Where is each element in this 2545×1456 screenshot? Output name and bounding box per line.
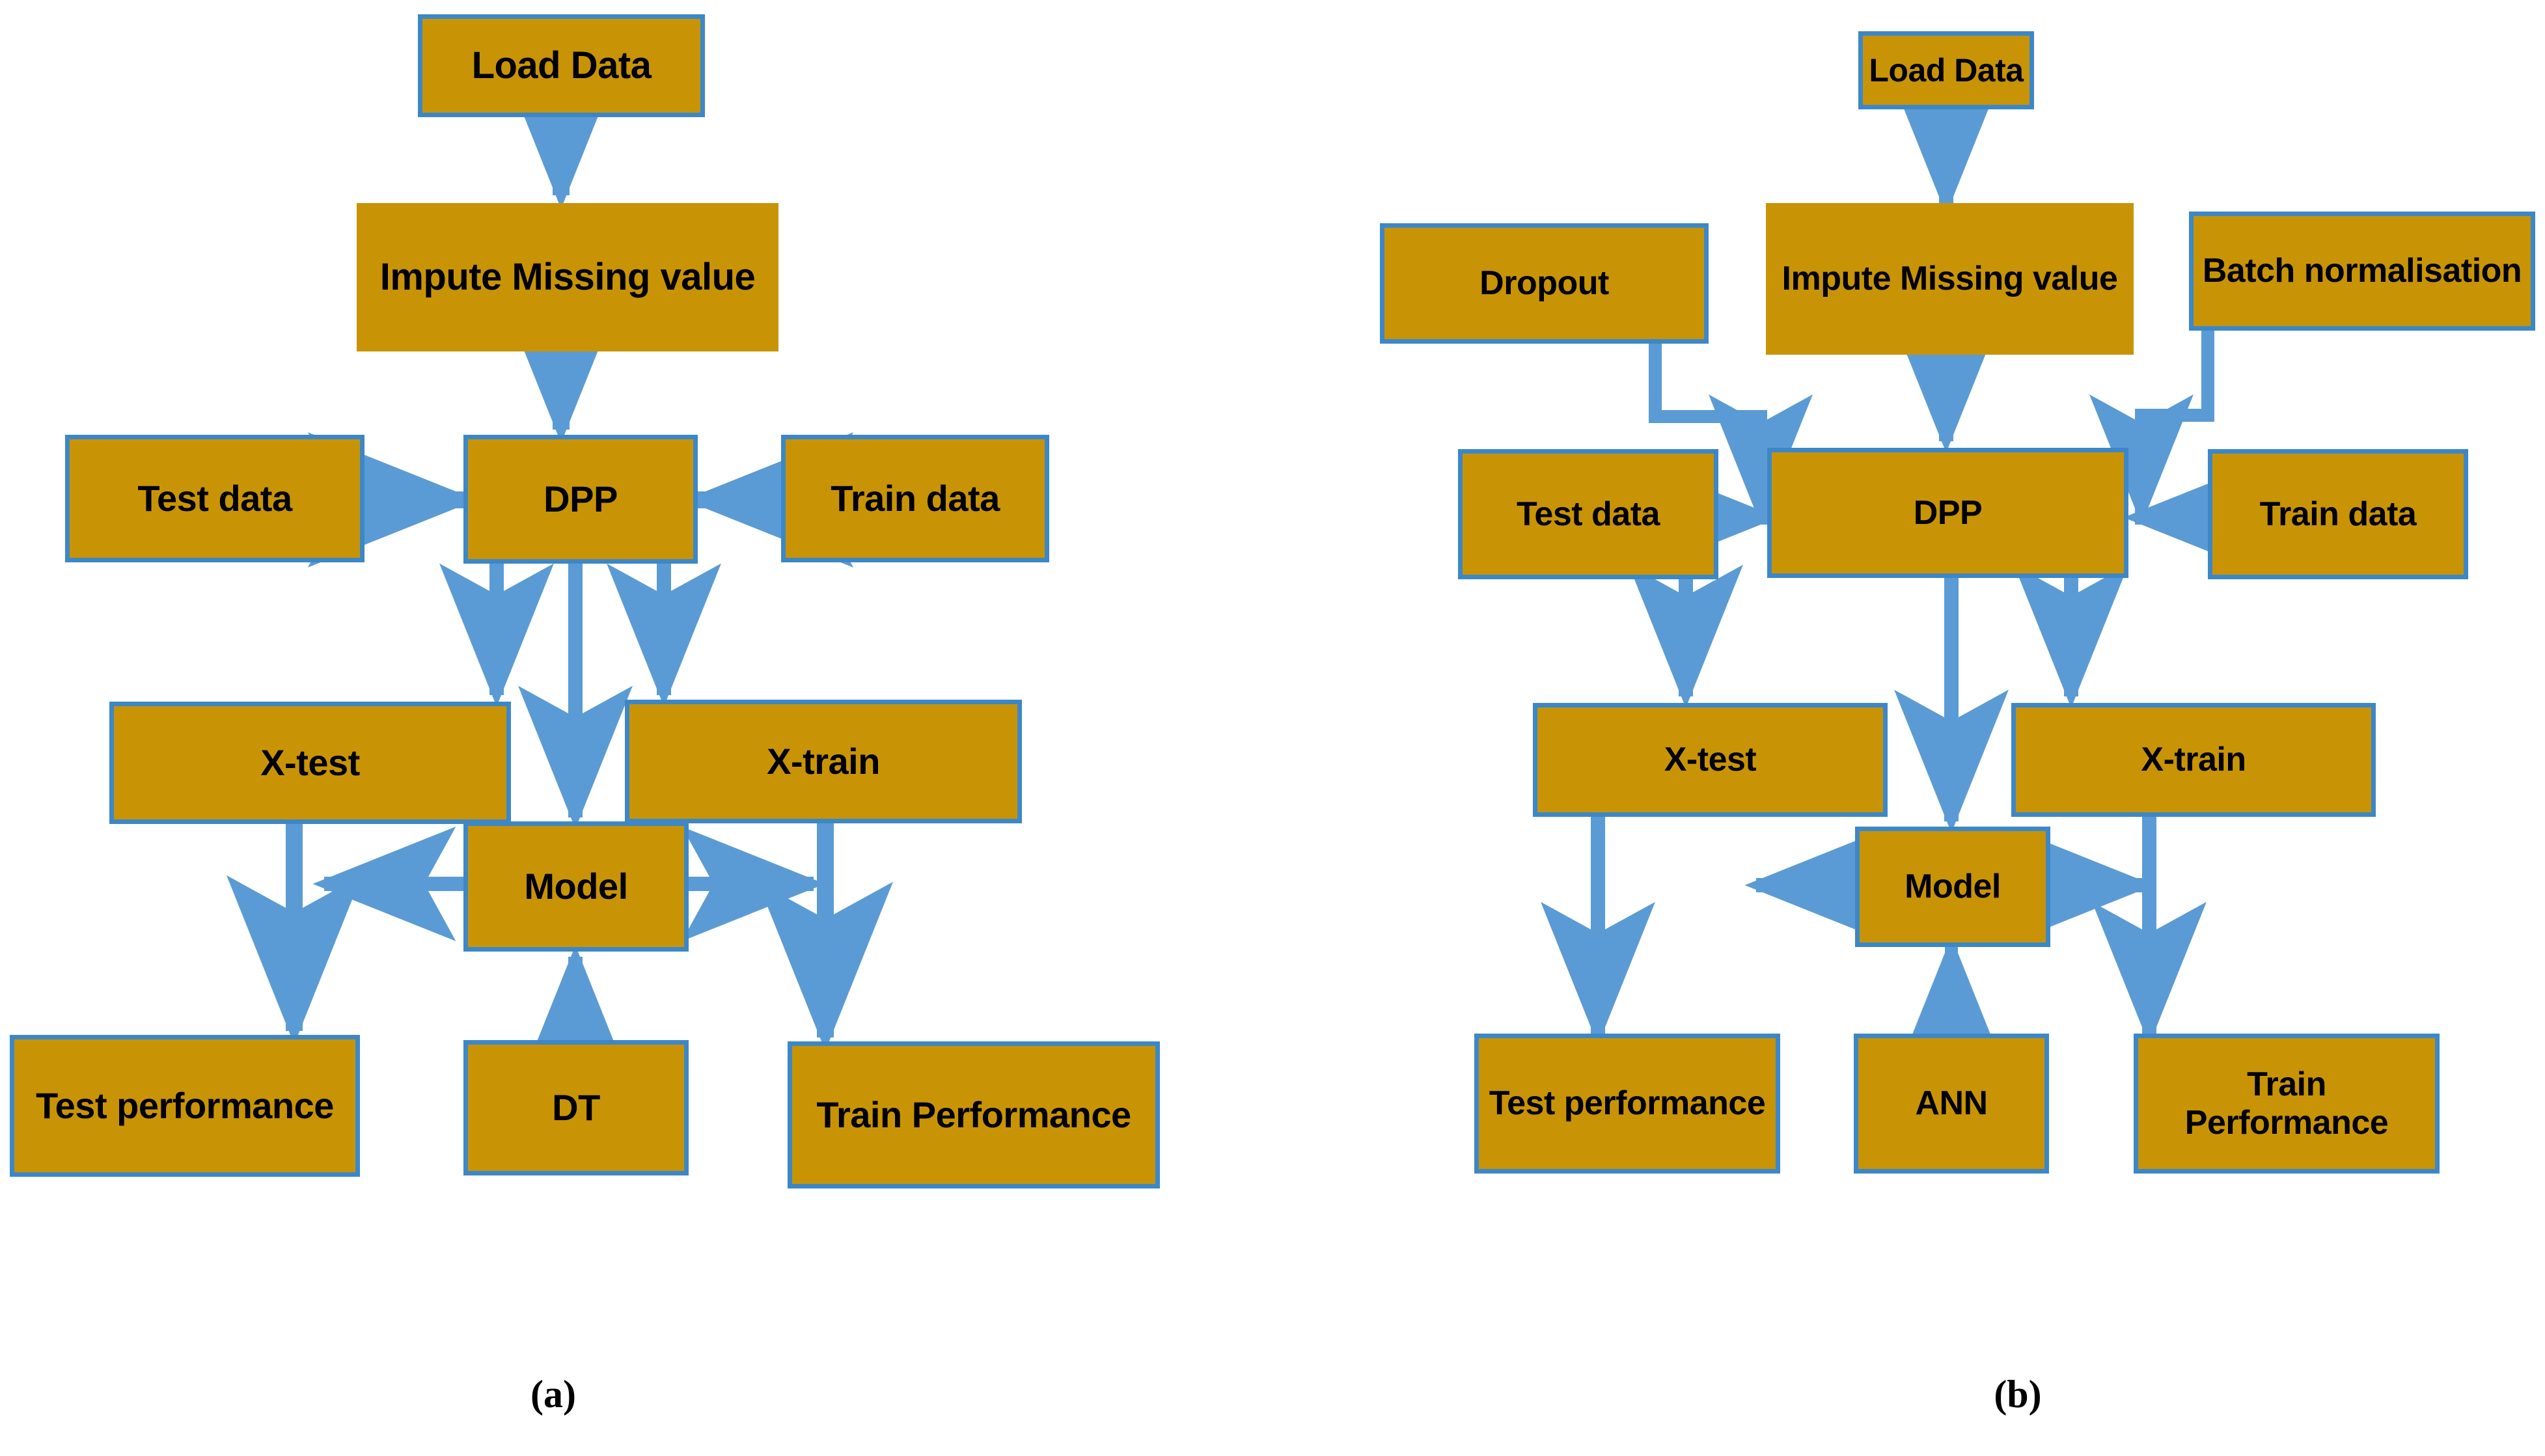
node-label: X-train xyxy=(767,740,880,782)
node-label: X-test xyxy=(260,741,360,783)
node-label: Train Performance xyxy=(2184,1065,2389,1142)
node-model-b[interactable]: Model xyxy=(1855,827,2050,947)
node-label: ANN xyxy=(1915,1084,1988,1123)
node-impute-missing-value-a[interactable]: Impute Missing value xyxy=(357,203,778,351)
node-label: DPP xyxy=(543,478,618,519)
node-label: Batch normalisation xyxy=(2202,252,2522,290)
node-x-train-a[interactable]: X-train xyxy=(625,700,1022,823)
node-train-data-b[interactable]: Train data xyxy=(2208,449,2468,579)
node-label: Test performance xyxy=(1489,1084,1766,1123)
node-test-performance-b[interactable]: Test performance xyxy=(1474,1034,1780,1174)
node-label: Model xyxy=(524,865,628,907)
node-dropout-b[interactable]: Dropout xyxy=(1380,223,1709,344)
node-x-train-b[interactable]: X-train xyxy=(2011,703,2376,817)
node-model-a[interactable]: Model xyxy=(463,821,689,952)
node-label: X-test xyxy=(1664,741,1757,779)
node-label: Train Performance xyxy=(816,1093,1131,1135)
panel-caption-b: (b) xyxy=(1994,1373,2042,1416)
node-train-data-a[interactable]: Train data xyxy=(781,435,1049,562)
node-label: Train data xyxy=(831,477,1000,519)
node-dpp-b[interactable]: DPP xyxy=(1767,448,2128,578)
node-load-data-b[interactable]: Load Data xyxy=(1858,31,2034,109)
node-algorithm-dt-a[interactable]: DT xyxy=(463,1040,689,1175)
node-label: X-train xyxy=(2141,741,2246,779)
node-label: Load Data xyxy=(1869,52,2024,89)
node-label: Impute Missing value xyxy=(379,255,756,298)
node-batch-normalisation-b[interactable]: Batch normalisation xyxy=(2189,212,2535,331)
node-impute-missing-value-b[interactable]: Impute Missing value xyxy=(1766,203,2134,355)
node-label: Impute Missing value xyxy=(1782,260,2118,298)
node-x-test-b[interactable]: X-test xyxy=(1533,703,1888,817)
node-load-data-a[interactable]: Load Data xyxy=(418,14,705,117)
node-label: Load Data xyxy=(471,44,652,87)
node-test-data-b[interactable]: Test data xyxy=(1458,449,1718,579)
node-label: Model xyxy=(1905,868,2001,906)
node-test-data-a[interactable]: Test data xyxy=(65,435,365,562)
node-test-performance-a[interactable]: Test performance xyxy=(10,1035,360,1177)
node-label: Test data xyxy=(137,477,292,519)
node-train-performance-a[interactable]: Train Performance xyxy=(788,1041,1160,1188)
node-train-performance-b[interactable]: Train Performance xyxy=(2134,1034,2440,1174)
node-label: DPP xyxy=(1913,493,1983,532)
node-label: Test performance xyxy=(36,1084,334,1126)
panel-caption-a: (a) xyxy=(530,1373,576,1416)
node-label: Test data xyxy=(1517,495,1660,533)
node-label: DT xyxy=(552,1086,600,1128)
node-dpp-a[interactable]: DPP xyxy=(463,435,698,564)
node-x-test-a[interactable]: X-test xyxy=(109,702,511,824)
node-algorithm-ann-b[interactable]: ANN xyxy=(1854,1034,2049,1174)
node-label: Train data xyxy=(2259,495,2417,533)
node-label: Dropout xyxy=(1479,264,1609,303)
edge-batch-norm-to-dpp-b xyxy=(2089,331,2214,525)
